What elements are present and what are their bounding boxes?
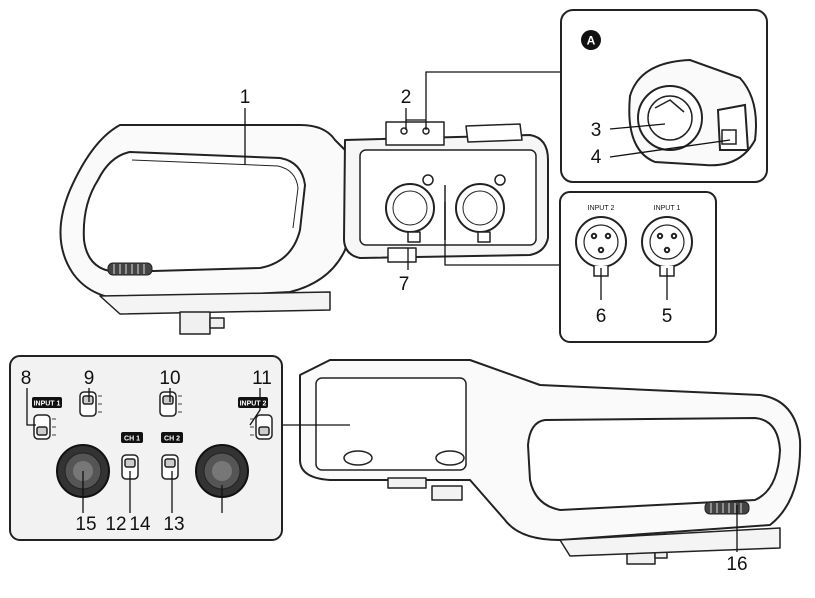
bottom-panel-face [315, 377, 467, 471]
callout-8: 8 [21, 368, 32, 389]
callout-16: 16 [726, 554, 747, 575]
bottom-handle-unit [299, 359, 802, 565]
control-panel-inset [9, 355, 283, 541]
rear-wheel [704, 501, 750, 515]
handle-bottom-rail [99, 291, 331, 315]
ch2-chip-label: CH 2 [164, 436, 180, 443]
leader-lines-top [244, 71, 560, 270]
ch1-chip-label: CH 1 [124, 436, 140, 443]
top-bracket [385, 121, 445, 146]
input1-label: INPUT 1 [654, 205, 681, 212]
callout-2: 2 [401, 87, 412, 108]
callout-9: 9 [84, 368, 95, 389]
input1-chip [32, 397, 62, 408]
callout-5: 5 [662, 306, 673, 327]
ch1-chip [121, 432, 143, 443]
callout-15: 15 [75, 514, 96, 535]
mount-foot [179, 311, 211, 335]
callout-6: 6 [596, 306, 607, 327]
badge-a [581, 30, 601, 50]
callout-1: 1 [240, 87, 251, 108]
callout-3: 3 [591, 120, 602, 141]
callout-11: 11 [252, 368, 272, 389]
input1-chip-label: INPUT 1 [34, 401, 61, 408]
callout-10: 10 [159, 368, 180, 389]
input2-chip-label: INPUT 2 [240, 401, 267, 408]
callout-13: 13 [163, 514, 184, 535]
input2-label: INPUT 2 [588, 205, 615, 212]
callout-4: 4 [591, 147, 602, 168]
front-wheel [107, 262, 153, 276]
handle-grip-inner [82, 151, 306, 273]
bottom-grip-inner [527, 417, 781, 511]
inset-a [560, 9, 768, 183]
release-lever [721, 129, 737, 145]
xlr-latch-right [477, 231, 491, 243]
callout-14: 14 [129, 514, 151, 535]
callout-12: 12 [105, 514, 126, 535]
xlr-latch-left [407, 231, 421, 243]
badge-a-letter: A [587, 34, 596, 48]
ch2-chip [161, 432, 183, 443]
inset-xlr [559, 191, 717, 343]
callout-labels: 1 2 3 4 5 6 7 8 9 10 11 15 12 14 13 16 A… [21, 34, 748, 576]
callout-7: 7 [399, 274, 410, 295]
ch2-level-dial[interactable] [195, 444, 249, 498]
top-handle-unit [59, 121, 549, 335]
